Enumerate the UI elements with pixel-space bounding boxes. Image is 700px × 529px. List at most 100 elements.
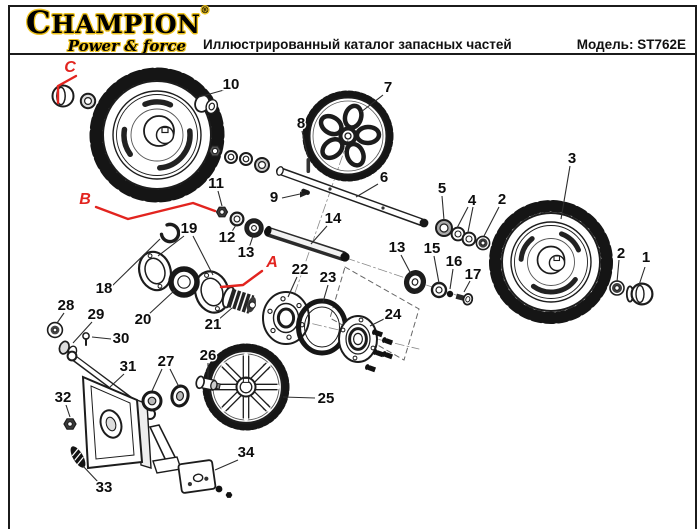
- leader-line-30: [91, 336, 112, 340]
- part-label-27: 27: [158, 353, 175, 370]
- leader-line-7: [360, 94, 384, 113]
- bearing-27b: [170, 384, 190, 408]
- part-label-14: 14: [325, 210, 342, 227]
- part-label-28: 28: [58, 297, 75, 314]
- bolts-24: [365, 329, 394, 373]
- nut-2-left: [475, 235, 491, 251]
- valve-cap-1: [625, 282, 654, 306]
- leader-line-20: [147, 289, 176, 316]
- leader-line-2: [616, 259, 620, 283]
- part-label-22: 22: [292, 261, 309, 278]
- part-label-1: 1: [642, 249, 650, 266]
- part-label-17: 17: [465, 266, 482, 283]
- gearbox-housing: [81, 375, 152, 470]
- bolt-17: [455, 293, 474, 306]
- part-label-4: 4: [468, 192, 477, 209]
- header-rule: [8, 53, 697, 55]
- logo-brand: CHAMPION®: [26, 5, 211, 41]
- leader-line-28: [56, 312, 65, 324]
- part-label-16: 16: [446, 253, 463, 270]
- leader-line-2: [483, 206, 500, 237]
- part-label-23: 23: [320, 269, 337, 286]
- detail-box-24: [329, 266, 420, 361]
- part-label-33: 33: [96, 479, 113, 496]
- part-label-20: 20: [135, 311, 152, 328]
- part-label-31: 31: [120, 358, 137, 375]
- ref-line-C: [56, 74, 78, 105]
- registered-mark-icon: ®: [200, 6, 211, 16]
- part-label-25: 25: [318, 390, 335, 407]
- leader-line-27: [151, 368, 163, 392]
- wheel-right-3: [489, 200, 613, 324]
- ref-label-C: C: [64, 59, 76, 76]
- axis-line: [288, 139, 349, 311]
- leader-line-25: [282, 396, 316, 399]
- flange-19b: [193, 270, 231, 314]
- part-label-29: 29: [88, 306, 105, 323]
- leader-line-21: [217, 307, 233, 321]
- leader-line-16: [449, 268, 454, 290]
- ref-line-A: [219, 269, 264, 289]
- leader-line-6: [355, 183, 379, 198]
- part-label-5: 5: [438, 180, 446, 197]
- washer-4b: [461, 231, 477, 247]
- bushing-5: [435, 219, 453, 237]
- part-label-15: 15: [424, 240, 441, 257]
- spacer-26: [195, 375, 221, 391]
- washer-15: [430, 281, 448, 299]
- leader-line-22: [287, 276, 298, 298]
- part-label-8: 8: [297, 115, 305, 132]
- leader-line-34: [214, 459, 239, 471]
- leader-line-23: [322, 284, 329, 303]
- part-label-13: 13: [238, 244, 255, 261]
- leader-line-32: [65, 404, 71, 418]
- washer-12: [229, 211, 245, 227]
- leader-line-9: [281, 193, 301, 199]
- washer-4a: [450, 226, 466, 242]
- part-label-26: 26: [200, 347, 217, 364]
- part-label-7: 7: [384, 79, 392, 96]
- snap-ring-18: [159, 222, 181, 244]
- gear-7: [302, 90, 394, 182]
- washer-28: [46, 321, 64, 339]
- seal-20: [168, 266, 200, 298]
- leader-line-12: [230, 224, 237, 234]
- bearing-13-right: [403, 270, 427, 294]
- pin-8: [306, 158, 311, 173]
- leader-line-5: [441, 195, 445, 221]
- champion-logo: CHAMPION® Power & force: [26, 5, 211, 55]
- part-label-13: 13: [389, 239, 406, 256]
- leader-line-33: [82, 465, 100, 484]
- bracket-34: [148, 424, 233, 498]
- ball-16: [446, 290, 454, 298]
- part-label-30: 30: [113, 330, 130, 347]
- bearing-assy-24: [338, 315, 378, 363]
- leader-line-19: [192, 235, 214, 276]
- logo-tagline: Power & force: [67, 36, 186, 55]
- part-label-18: 18: [96, 280, 113, 297]
- part-label-12: 12: [219, 229, 236, 246]
- nut-11: [215, 206, 229, 218]
- pin-30: [82, 332, 90, 346]
- leader-line-13: [248, 235, 254, 249]
- part-label-6: 6: [380, 169, 388, 186]
- part-label-24: 24: [385, 306, 402, 323]
- nut-32: [63, 418, 77, 430]
- part-label-11: 11: [208, 175, 224, 192]
- leader-line-13: [400, 254, 412, 275]
- leader-line-11: [217, 190, 223, 207]
- leader-line-1: [638, 266, 646, 286]
- model-label: Модель: ST762E: [576, 37, 686, 52]
- part-label-10: 10: [223, 76, 240, 93]
- worm-shaft-14: [264, 225, 350, 262]
- bearing-27a: [141, 390, 163, 412]
- part-label-2: 2: [498, 191, 506, 208]
- flange-19a: [137, 250, 173, 292]
- leader-line-18: [111, 238, 161, 287]
- part-label-34: 34: [238, 444, 255, 461]
- gear-25-spokes: [212, 353, 280, 421]
- leader-line-17: [463, 280, 471, 293]
- bearing-13-left: [244, 218, 264, 238]
